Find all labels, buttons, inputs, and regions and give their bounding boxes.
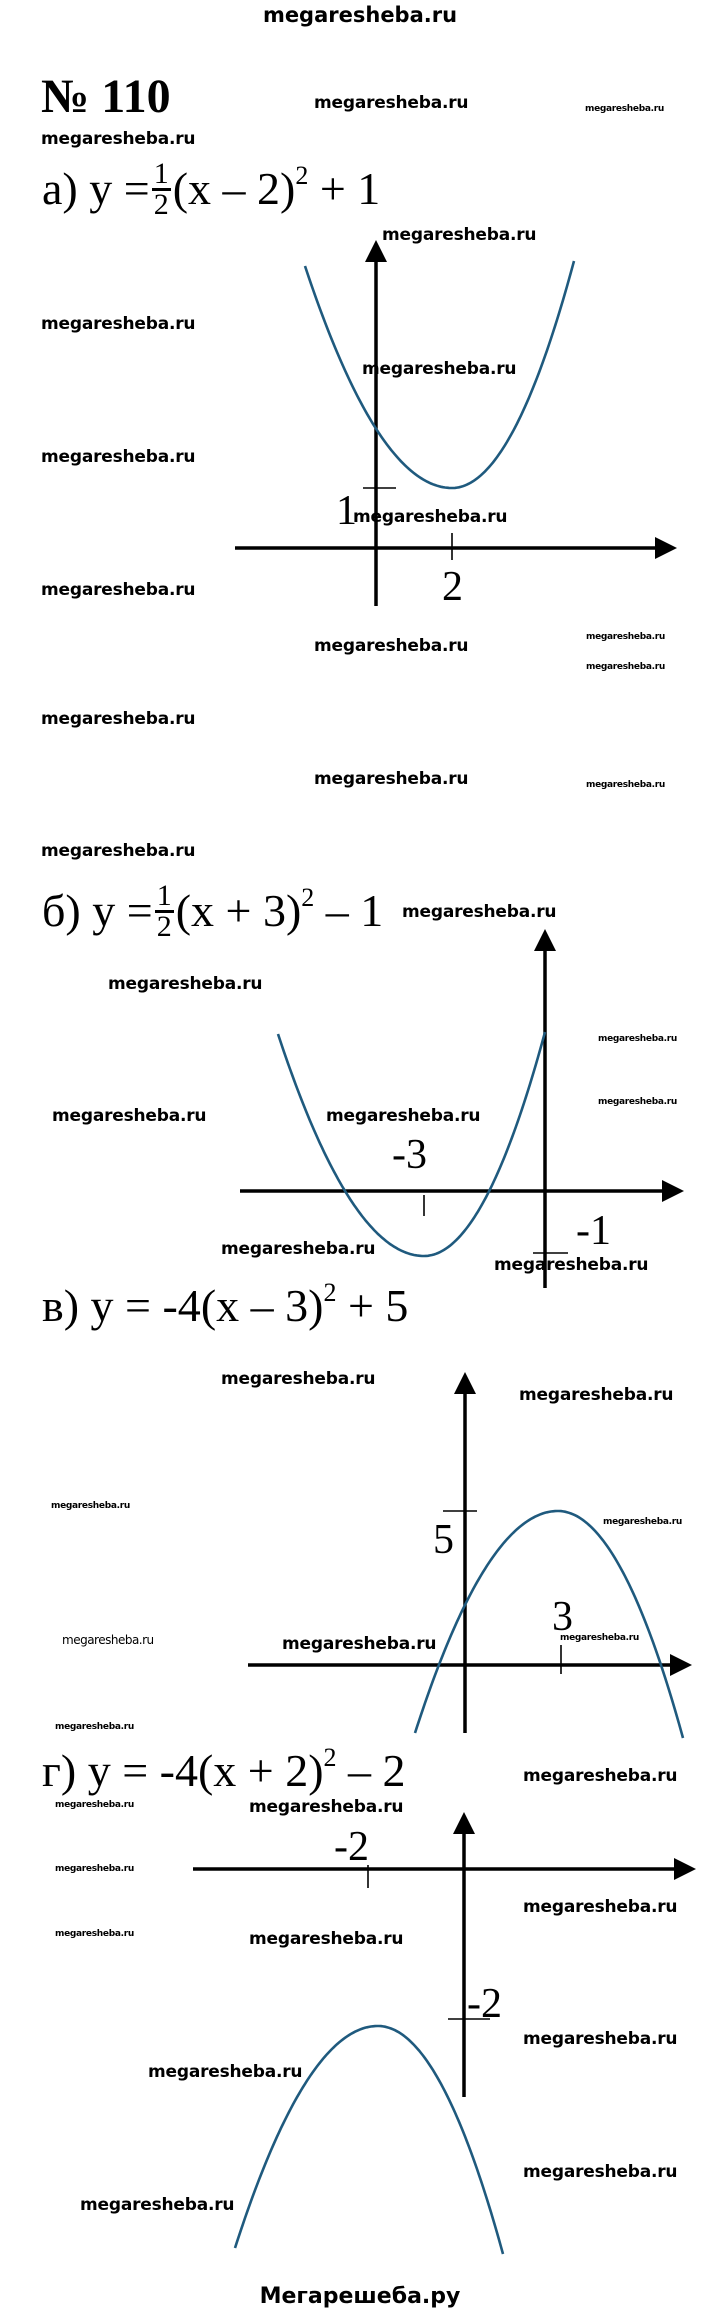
tick-label-y: 1 (336, 488, 357, 534)
watermark[interactable]: megaresheba.ru (494, 1254, 649, 1275)
watermark[interactable]: megaresheba.ru (80, 2194, 235, 2215)
tick-label-x: 3 (552, 1594, 573, 1640)
formula-lhs: y = -4 (90, 1280, 201, 1331)
y-axis-arrow-icon (453, 1812, 475, 1834)
x-axis-arrow-icon (662, 1180, 684, 1202)
parabola-curve (413, 1509, 685, 1739)
watermark[interactable]: megaresheba.ru (586, 779, 665, 790)
parabola-curve (233, 2024, 505, 2255)
watermark[interactable]: megaresheba.ru (523, 1896, 678, 1917)
site-header[interactable]: megaresheba.ru (262, 3, 458, 27)
exponent: 2 (323, 1743, 337, 1772)
watermark[interactable]: megaresheba.ru (41, 579, 196, 600)
numerator: 1 (154, 879, 174, 913)
watermark[interactable]: megaresheba.ru (55, 1928, 134, 1939)
formula-lhs: y = (89, 163, 150, 215)
watermark[interactable]: megaresheba.ru (402, 901, 557, 922)
formula-expr: (x – 2) (172, 163, 296, 215)
watermark[interactable]: megaresheba.ru (41, 446, 196, 467)
part-label: а) (42, 163, 78, 215)
tick-label-x: 2 (442, 564, 463, 610)
formula-tail: – 1 (314, 885, 384, 937)
watermark[interactable]: megaresheba.ru (249, 1796, 404, 1817)
formula-v: в) y = -4(x – 3)2 + 5 (42, 1278, 409, 1336)
watermark[interactable]: megaresheba.ru (523, 2028, 678, 2049)
watermark[interactable]: megaresheba.ru (314, 768, 469, 789)
watermark[interactable]: megaresheba.ru (603, 1516, 682, 1527)
tick-label-x: -2 (334, 1824, 369, 1870)
formula-expr: (x + 3) (175, 885, 302, 937)
denominator: 2 (156, 910, 172, 943)
watermark[interactable]: megaresheba.ru (249, 1928, 404, 1949)
y-axis-arrow-icon (454, 1372, 476, 1394)
watermark[interactable]: megaresheba.ru (41, 128, 196, 149)
tick-label-y: -1 (576, 1208, 611, 1254)
x-axis-arrow-icon (655, 537, 677, 559)
formula-lhs: y = -4 (87, 1745, 198, 1796)
exponent: 2 (295, 161, 309, 191)
watermark[interactable]: megaresheba.ru (148, 2061, 303, 2082)
watermark[interactable]: megaresheba.ru (221, 1238, 376, 1259)
watermark[interactable]: megaresheba.ru (62, 1633, 154, 1647)
tick-label-y: 5 (433, 1517, 454, 1563)
watermark[interactable]: megaresheba.ru (41, 840, 196, 861)
watermark[interactable]: megaresheba.ru (586, 631, 665, 642)
watermark[interactable]: megaresheba.ru (560, 1632, 639, 1643)
watermark[interactable]: megaresheba.ru (55, 1721, 134, 1732)
parabola-curve (276, 1031, 547, 1258)
formula-tail: – 2 (336, 1745, 406, 1796)
watermark[interactable]: megaresheba.ru (314, 635, 469, 656)
part-label: б) (42, 885, 81, 937)
formula-tail: + 1 (308, 163, 381, 215)
tick-label-x: -3 (392, 1132, 427, 1178)
watermark[interactable]: megaresheba.ru (598, 1033, 677, 1044)
watermark[interactable]: megaresheba.ru (326, 1105, 481, 1126)
x-axis-arrow-icon (674, 1858, 696, 1880)
exponent: 2 (301, 883, 315, 913)
watermark[interactable]: megaresheba.ru (362, 358, 517, 379)
formula-expr: (x + 2) (197, 1745, 324, 1796)
watermark[interactable]: megaresheba.ru (598, 1096, 677, 1107)
watermark[interactable]: megaresheba.ru (52, 1105, 207, 1126)
watermark[interactable]: megaresheba.ru (55, 1799, 134, 1810)
exponent: 2 (323, 1278, 337, 1307)
watermark[interactable]: megaresheba.ru (586, 661, 665, 672)
watermark[interactable]: megaresheba.ru (282, 1633, 437, 1654)
site-footer[interactable]: Мегарешеба.ру (259, 2284, 461, 2309)
watermark[interactable]: megaresheba.ru (523, 1765, 678, 1786)
tick-label-y: -2 (467, 1981, 502, 2027)
parabola-curve (303, 260, 576, 490)
watermark[interactable]: megaresheba.ru (314, 92, 469, 113)
part-label: г) (42, 1745, 77, 1796)
problem-number: № 110 (41, 70, 171, 123)
watermark[interactable]: megaresheba.ru (55, 1863, 134, 1874)
watermark[interactable]: megaresheba.ru (221, 1368, 376, 1389)
formula-lhs: y = (92, 885, 153, 937)
x-axis-arrow-icon (670, 1654, 692, 1676)
watermark[interactable]: megaresheba.ru (585, 103, 664, 114)
numerator: 1 (151, 157, 171, 191)
part-label: в) (42, 1280, 80, 1331)
watermark[interactable]: megaresheba.ru (108, 973, 263, 994)
watermark[interactable]: megaresheba.ru (523, 2161, 678, 2182)
watermark[interactable]: megaresheba.ru (353, 506, 508, 527)
denominator: 2 (153, 188, 169, 221)
formula-g: г) y = -4(x + 2)2 – 2 (42, 1743, 406, 1801)
y-axis-arrow-icon (365, 240, 387, 262)
watermark[interactable]: megaresheba.ru (51, 1500, 130, 1511)
formula-tail: + 5 (336, 1280, 409, 1331)
watermark[interactable]: megaresheba.ru (519, 1384, 674, 1405)
y-axis-arrow-icon (534, 929, 556, 951)
watermark[interactable]: megaresheba.ru (41, 708, 196, 729)
watermark[interactable]: megaresheba.ru (41, 313, 196, 334)
watermark[interactable]: megaresheba.ru (382, 224, 537, 245)
formula-expr: (x – 3) (200, 1280, 324, 1331)
